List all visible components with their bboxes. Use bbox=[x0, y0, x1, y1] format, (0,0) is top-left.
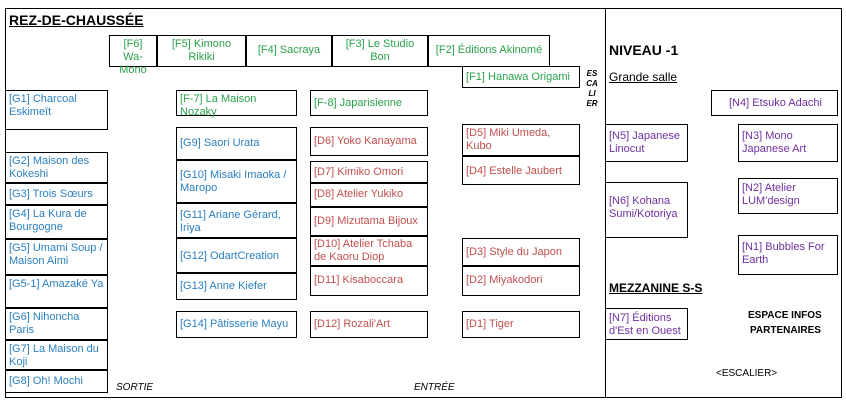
stand-g14[interactable]: [G14] Pâtisserie Mayu bbox=[176, 311, 297, 338]
stand-d10[interactable]: [D10] Atelier Tchaba de Kaoru Diop bbox=[310, 236, 428, 266]
stand-g9[interactable]: [G9] Saori Urata bbox=[176, 127, 297, 160]
level-minus1-title: NIVEAU -1 bbox=[609, 42, 679, 58]
stand-d7[interactable]: [D7] Kimiko Omori bbox=[310, 161, 428, 183]
stand-d1[interactable]: [D1] Tiger bbox=[462, 311, 580, 338]
escalier-line: CA bbox=[586, 79, 598, 88]
stand-g10[interactable]: [G10] Misaki Imaoka / Maropo bbox=[176, 160, 297, 203]
stand-f4[interactable]: [F4] Sacraya bbox=[246, 35, 332, 67]
stand-n7[interactable]: [N7] Éditions d'Est en Ouest bbox=[605, 308, 688, 340]
stand-g3[interactable]: [G3] Trois Sœurs bbox=[5, 183, 108, 205]
escalier-vertical-label: ES CA LI ER bbox=[583, 69, 601, 109]
espace-infos-line1: ESPACE INFOS bbox=[748, 310, 822, 321]
stand-d11[interactable]: [D11] Kisaboccara bbox=[310, 266, 428, 296]
stand-g12[interactable]: [G12] OdartCreation bbox=[176, 238, 297, 273]
stand-g8[interactable]: [G8] Oh! Mochi bbox=[5, 370, 108, 393]
stand-f8[interactable]: [F-8] Japarisienne bbox=[310, 90, 428, 116]
stand-g5-1[interactable]: [G5-1] Amazaké Ya bbox=[5, 275, 108, 308]
stand-d4[interactable]: [D4] Estelle Jaubert bbox=[462, 156, 580, 185]
stand-g1[interactable]: [G1] Charcoal Eskimeït bbox=[5, 90, 108, 130]
stand-g13[interactable]: [G13] Anne Kiefer bbox=[176, 273, 297, 300]
stand-g6[interactable]: [G6] Nihoncha Paris bbox=[5, 308, 108, 340]
stand-d8[interactable]: [D8] Atelier Yukiko bbox=[310, 183, 428, 207]
stand-g5[interactable]: [G5] Umami Soup / Maison Aimi bbox=[5, 239, 108, 275]
entree-label: ENTRÉE bbox=[414, 382, 455, 393]
espace-infos-line2: PARTENAIRES bbox=[750, 325, 821, 336]
stand-n3[interactable]: [N3] Mono Japanese Art bbox=[738, 124, 838, 162]
stand-d5[interactable]: [D5] Miki Umeda, Kubo bbox=[462, 124, 580, 156]
stand-g4[interactable]: [G4] La Kura de Bourgogne bbox=[5, 205, 108, 239]
stand-f1[interactable]: [F1] Hanawa Origami bbox=[462, 66, 580, 88]
stand-f2[interactable]: [F2] Éditions Akinomé bbox=[428, 35, 550, 67]
escalier-line: ES bbox=[586, 69, 598, 78]
stand-f3[interactable]: [F3] Le Studio Bon bbox=[332, 35, 428, 67]
grande-salle-label: Grande salle bbox=[609, 70, 678, 84]
stand-f7[interactable]: [F-7] La Maison Nozaky bbox=[176, 90, 297, 118]
mezzanine-title: MEZZANINE S-S bbox=[609, 281, 703, 295]
stand-d3[interactable]: [D3] Style du Japon bbox=[462, 238, 580, 266]
sortie-label: SORTIE bbox=[116, 382, 154, 393]
escalier-bottom-label: <ESCALIER> bbox=[716, 368, 778, 379]
stand-g2[interactable]: [G2] Maison des Kokeshi bbox=[5, 152, 108, 183]
stand-n4[interactable]: [N4] Etsuko Adachi bbox=[711, 90, 838, 116]
ground-floor-title: REZ-DE-CHAUSSÉE bbox=[9, 12, 144, 28]
stand-g11[interactable]: [G11] Ariane Gérard, Iriya bbox=[176, 203, 297, 238]
stand-f5[interactable]: [F5] Kimono Rikiki bbox=[157, 35, 246, 67]
stand-d12[interactable]: [D12] Rozali'Art bbox=[310, 311, 428, 338]
stand-n2[interactable]: [N2] Atelier LUM'design bbox=[738, 178, 838, 214]
stand-d6[interactable]: [D6] Yoko Kanayama bbox=[310, 127, 428, 156]
stand-n1[interactable]: [N1] Bubbles For Earth bbox=[738, 235, 838, 275]
stand-n6[interactable]: [N6] Kohana Sumi/Kotoriya bbox=[605, 182, 688, 238]
stand-d9[interactable]: [D9] Mizutama Bijoux bbox=[310, 207, 428, 236]
stand-g7[interactable]: [G7] La Maison du Koji bbox=[5, 340, 108, 370]
stand-n5[interactable]: [N5] Japanese Linocut bbox=[605, 124, 688, 162]
escalier-line: ER bbox=[586, 99, 598, 108]
stand-f6[interactable]: [F6] Wa-Mono bbox=[109, 35, 157, 76]
stand-d2[interactable]: [D2] Miyakodori bbox=[462, 266, 580, 296]
escalier-line: LI bbox=[588, 89, 596, 98]
